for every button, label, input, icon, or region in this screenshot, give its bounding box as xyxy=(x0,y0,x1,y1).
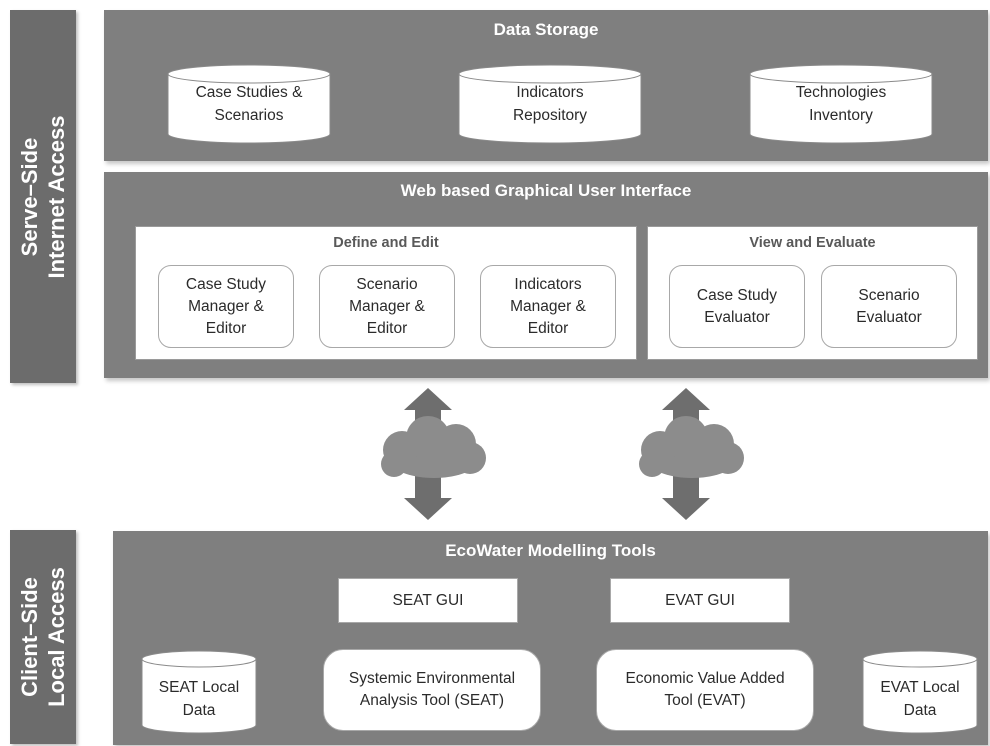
view-evaluate-title: View and Evaluate xyxy=(749,235,876,251)
module-line: Scenario xyxy=(858,286,920,304)
evat-tool-line1: Economic Value Added xyxy=(625,670,785,687)
module-line: Scenario xyxy=(356,275,418,293)
store-label-line1: Case Studies & xyxy=(195,84,303,101)
evat-data-line2: Data xyxy=(903,702,937,719)
data-storage-title: Data Storage xyxy=(493,20,599,39)
client-side-label-line1: Client–Side xyxy=(17,577,42,697)
seat-gui-label: SEAT GUI xyxy=(392,591,464,609)
module-line: Editor xyxy=(205,319,247,337)
server-side-label-line2: Internet Access xyxy=(44,114,69,279)
seat-data-line1: SEAT Local xyxy=(158,679,240,696)
module-line: Indicators xyxy=(514,275,582,293)
module-line: Manager & xyxy=(510,297,586,315)
seat-tool-line2: Analysis Tool (SEAT) xyxy=(359,692,505,709)
module-line: Evaluator xyxy=(856,308,922,326)
evat-gui-label: EVAT GUI xyxy=(665,591,735,609)
database-cylinder-icon xyxy=(458,64,642,144)
module-line: Editor xyxy=(527,319,569,337)
module-line: Manager & xyxy=(349,297,425,315)
store-case-studies: Case Studies & Scenarios xyxy=(167,64,331,144)
module-line: Editor xyxy=(366,319,408,337)
module-line: Evaluator xyxy=(704,308,770,326)
client-side-label: Client–Side Local Access xyxy=(10,530,76,744)
store-label-line2: Repository xyxy=(512,107,588,124)
cloud-icon xyxy=(381,416,486,478)
module-line: Case Study xyxy=(696,286,778,304)
evat-gui-box: EVAT GUI xyxy=(610,578,790,623)
store-label-line1: Technologies xyxy=(795,84,887,101)
modelling-tools-title: EcoWater Modelling Tools xyxy=(445,541,656,560)
database-cylinder-icon xyxy=(167,64,331,144)
right-connector xyxy=(639,388,744,520)
server-side-label: Serve–Side Internet Access xyxy=(10,10,76,383)
database-cylinder-icon xyxy=(862,650,978,734)
database-cylinder-icon xyxy=(749,64,933,144)
web-gui-title: Web based Graphical User Interface xyxy=(400,181,692,200)
seat-tool-line1: Systemic Environmental xyxy=(348,670,516,687)
evat-data-line1: EVAT Local xyxy=(880,679,960,696)
module-line: Manager & xyxy=(188,297,264,315)
store-label-line2: Scenarios xyxy=(214,107,284,124)
server-side-label-line1: Serve–Side xyxy=(17,137,42,256)
seat-gui-box: SEAT GUI xyxy=(338,578,518,623)
left-connector xyxy=(381,388,486,520)
database-cylinder-icon xyxy=(141,650,257,734)
cloud-icon xyxy=(639,416,744,478)
client-side-label-line2: Local Access xyxy=(44,567,69,707)
modelling-tools-panel: EcoWater Modelling Tools xyxy=(113,531,988,745)
module-line: Case Study xyxy=(185,275,267,293)
seat-data-line2: Data xyxy=(182,702,216,719)
store-label-line1: Indicators xyxy=(516,84,584,101)
define-edit-title: Define and Edit xyxy=(333,235,439,251)
store-label-line2: Inventory xyxy=(809,107,873,124)
evat-tool-line2: Tool (EVAT) xyxy=(664,692,746,709)
